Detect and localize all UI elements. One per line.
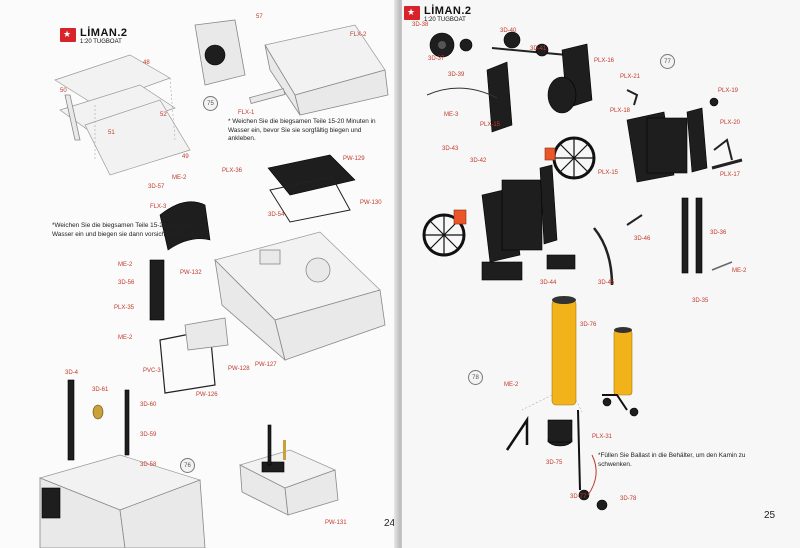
part-label: 3D-78	[620, 496, 637, 502]
brand-subtitle: 1:20 TUGBOAT	[80, 39, 122, 45]
part-label: PLX-20	[720, 120, 741, 126]
part-label: 57	[256, 14, 263, 20]
part-label: 3D-42	[470, 158, 487, 164]
left-page-drawings	[38, 19, 389, 548]
part-label: 3D-75	[546, 460, 563, 466]
part-label: 3D-58	[140, 462, 157, 468]
part-label: 3D-56	[118, 280, 135, 286]
part-label: ME-2	[504, 382, 519, 388]
part-label: 3D-46	[634, 236, 651, 242]
step-number: 75	[203, 96, 218, 111]
step-number: 78	[468, 370, 483, 385]
part-label: PW-132	[180, 270, 202, 276]
part-label: PLX-17	[720, 172, 741, 178]
part-label: 3D-43	[442, 146, 459, 152]
page-number: 25	[764, 510, 776, 521]
part-label: PLX-15	[480, 122, 501, 128]
part-label: ME-3	[444, 112, 459, 118]
part-label: PLX-16	[594, 58, 615, 64]
instruction-note: * Weichen Sie die biegsamen Teile 15-20 …	[228, 118, 376, 142]
part-label: PLX-19	[718, 88, 739, 94]
part-label: 3D-76	[580, 322, 597, 328]
part-label: 3D-41	[530, 46, 547, 52]
part-label: 3D-40	[500, 28, 517, 34]
right-page-drawings	[422, 31, 743, 511]
part-label: 49	[182, 154, 189, 160]
part-label: 3D-45	[598, 280, 615, 286]
part-label: 3D-54	[268, 212, 285, 218]
part-label: 51	[108, 130, 115, 136]
part-label: 3D-61	[92, 387, 109, 393]
part-label: 3D-39	[448, 72, 465, 78]
part-label: FLX-3	[150, 204, 167, 210]
part-label: ME-2	[118, 262, 133, 268]
part-label: 3D-57	[148, 184, 165, 190]
part-label: 50	[60, 88, 67, 94]
part-label: 3D-44	[540, 280, 557, 286]
part-label: 52	[160, 112, 167, 118]
part-label: PLX-18	[610, 108, 631, 114]
brand-name: LİMAN.2	[80, 27, 128, 39]
part-label: PLX-36	[222, 168, 243, 174]
part-label: 3D-60	[140, 402, 157, 408]
part-label: PW-130	[360, 200, 382, 206]
step-number: 77	[660, 54, 675, 69]
star-logo-icon	[60, 28, 76, 42]
part-label: 3D-59	[140, 432, 157, 438]
part-label: PLX-21	[620, 74, 641, 80]
part-label: PVC-3	[143, 368, 161, 374]
part-label: 3D-36	[710, 230, 727, 236]
brand-logo: LİMAN.2 1:20 TUGBOAT	[60, 28, 128, 46]
part-label: PW-126	[196, 392, 218, 398]
part-label: PW-131	[325, 520, 347, 526]
part-label: PW-127	[255, 362, 277, 368]
part-label: ME-2	[172, 175, 187, 181]
brand-logo: LİMAN.2 1:20 TUGBOAT	[404, 6, 472, 24]
part-label: 3D-77	[570, 494, 587, 500]
part-label: 3D-37	[428, 56, 445, 62]
part-label: 3D-38	[412, 22, 429, 28]
part-label: PW-128	[228, 366, 250, 372]
brand-subtitle: 1:20 TUGBOAT	[424, 17, 466, 23]
part-label: 3D-4	[65, 370, 79, 376]
left-page: LİMAN.2 1:20 TUGBOAT 75 76 * Weichen Sie…	[0, 0, 398, 548]
part-label: PLX-35	[114, 305, 135, 311]
step-number: 76	[180, 458, 195, 473]
part-label: PLX-31	[592, 434, 613, 440]
part-label: 3D-35	[692, 298, 709, 304]
instruction-note: *Füllen Sie Ballast in die Behälter, um …	[598, 452, 746, 468]
part-label: ME-2	[118, 335, 133, 341]
part-label: ME-2	[732, 268, 747, 274]
part-label: FLX-1	[238, 110, 255, 116]
right-page: LİMAN.2 1:20 TUGBOAT 77 78 *Füllen Sie B…	[402, 0, 800, 548]
star-logo-icon	[404, 6, 420, 20]
part-label: FLX-2	[350, 32, 367, 38]
part-label: PW-129	[343, 156, 365, 162]
part-label: 48	[143, 60, 150, 66]
brand-name: LİMAN.2	[424, 5, 472, 17]
page-number: 24	[384, 518, 396, 529]
instruction-note: *Weichen Sie die biegsamen Teile 15-20 M…	[52, 222, 198, 238]
part-label: PLX-15	[598, 170, 619, 176]
